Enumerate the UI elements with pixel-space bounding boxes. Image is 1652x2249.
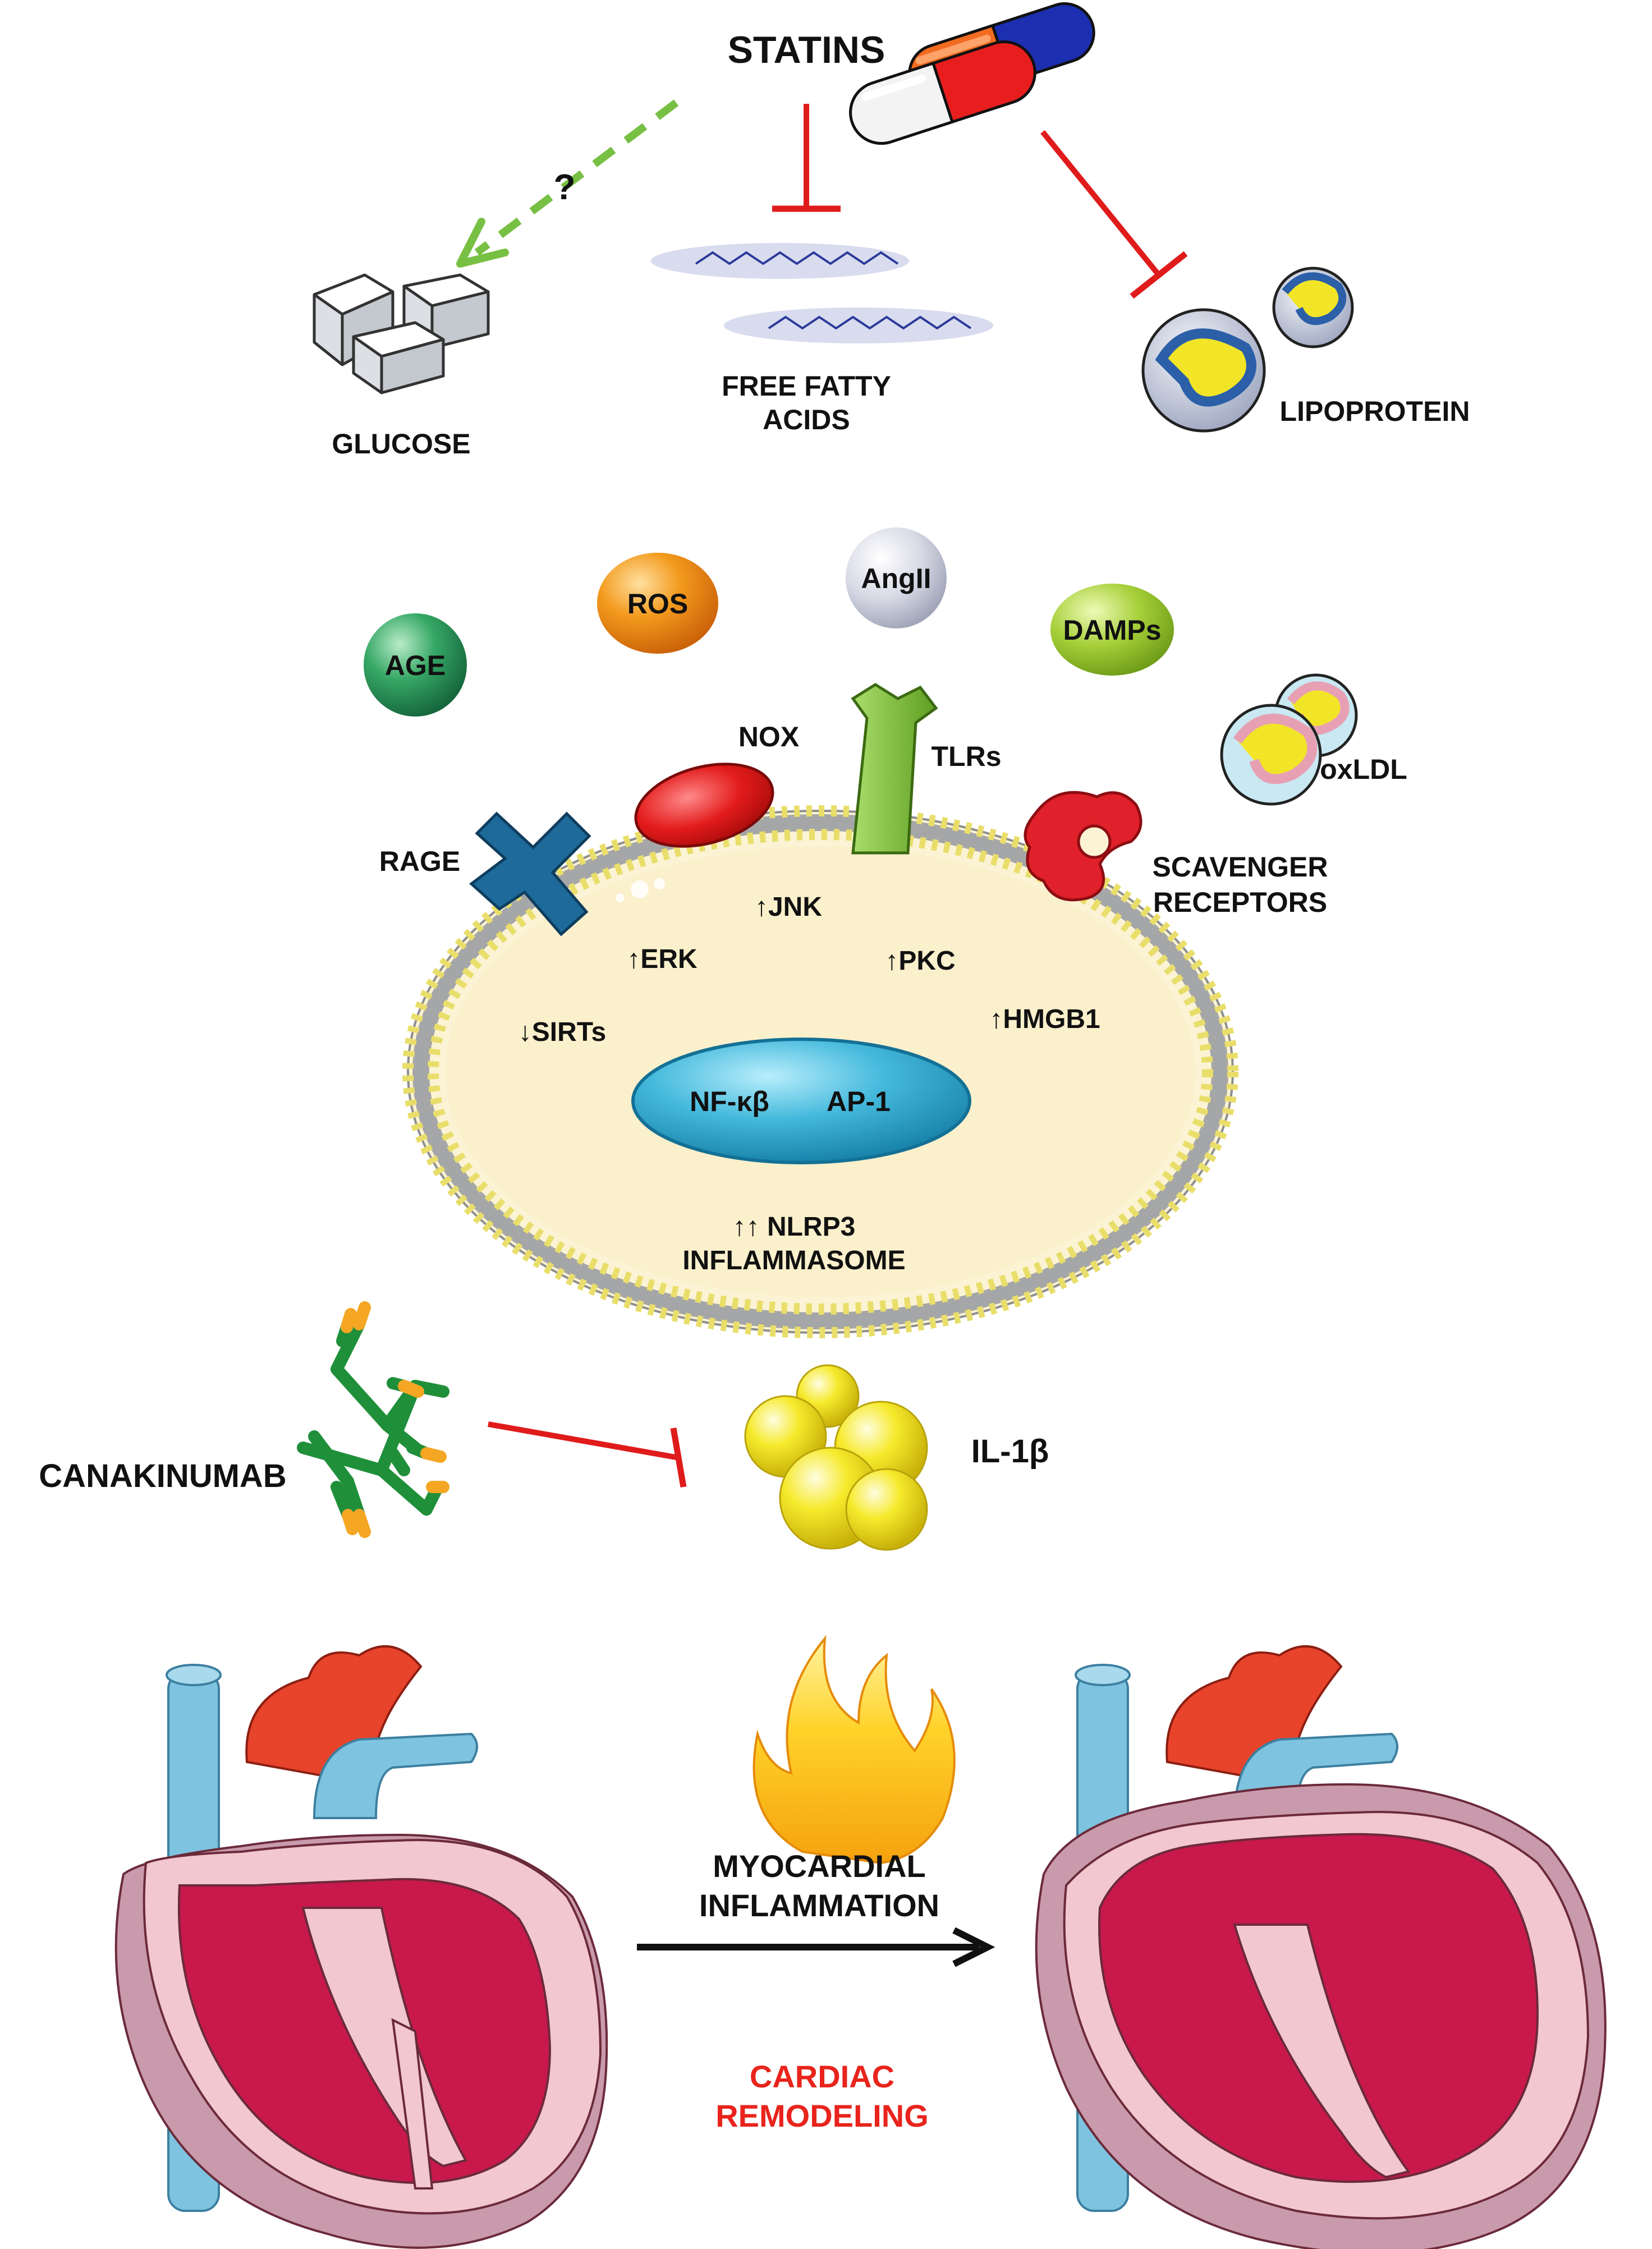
cardiac-remodeling-line1: CARDIAC bbox=[750, 2059, 894, 2094]
myocardial-label-line1: MYOCARDIAL bbox=[713, 1848, 926, 1884]
nucleus: NF-κβ AP-1 bbox=[631, 1038, 971, 1164]
rage-receptor bbox=[469, 811, 591, 937]
pkc-label: ↑PKC bbox=[885, 946, 955, 976]
ffa-label-line1: FREE FATTY bbox=[722, 370, 891, 402]
ros-label: ROS bbox=[627, 588, 688, 619]
damps-ligand: DAMPs bbox=[1050, 584, 1174, 676]
ap1-label: AP-1 bbox=[827, 1086, 891, 1117]
rage-label: RAGE bbox=[379, 846, 460, 877]
tlrs-label: TLRs bbox=[931, 741, 1002, 772]
ros-ligand: ROS bbox=[597, 553, 718, 654]
ffa-label-line2: ACIDS bbox=[763, 404, 850, 435]
scavenger-receptor bbox=[1024, 791, 1142, 902]
fatty-acid-molecules-icon bbox=[651, 243, 993, 343]
nlrp3-label-line1: ↑↑ NLRP3 bbox=[733, 1212, 856, 1242]
glucose-cubes-icon bbox=[313, 273, 490, 394]
statin-capsules-icon bbox=[849, 2, 1095, 145]
jnk-label: ↑JNK bbox=[755, 892, 822, 922]
tlr-receptor bbox=[851, 683, 938, 855]
question-mark: ? bbox=[553, 167, 575, 207]
scavenger-label-line2: RECEPTORS bbox=[1153, 887, 1327, 918]
nlrp3-label-line2: INFLAMMASOME bbox=[682, 1246, 905, 1275]
cardiac-remodeling-line2: REMODELING bbox=[715, 2098, 929, 2133]
hmgb1-label: ↑HMGB1 bbox=[989, 1004, 1100, 1034]
glucose-label: GLUCOSE bbox=[332, 428, 470, 460]
lipoprotein-icon bbox=[1141, 267, 1354, 433]
cell-membrane bbox=[412, 814, 1228, 1329]
lipoprotein-label: LIPOPROTEIN bbox=[1280, 396, 1470, 427]
flame-icon bbox=[752, 1635, 956, 1865]
oxldl-particle-icon bbox=[1220, 673, 1358, 806]
statin-inhibits-lipoprotein bbox=[1040, 130, 1188, 299]
il1b-cluster-icon bbox=[744, 1364, 928, 1551]
scavenger-label-line1: SCAVENGER bbox=[1152, 851, 1328, 883]
progression-arrow bbox=[637, 1927, 995, 1967]
canakinumab-inhibits-il1b bbox=[488, 1421, 687, 1488]
remodeled-heart-icon bbox=[1035, 1645, 1607, 2249]
il1b-label: IL-1β bbox=[971, 1433, 1049, 1470]
normal-heart-icon bbox=[114, 1645, 608, 2249]
erk-label: ↑ERK bbox=[627, 944, 697, 974]
antibody-icon bbox=[297, 1301, 449, 1538]
age-ligand: AGE bbox=[364, 613, 467, 717]
sirts-label: ↓SIRTs bbox=[518, 1017, 606, 1047]
damps-label: DAMPs bbox=[1063, 614, 1161, 646]
statins-label: STATINS bbox=[728, 29, 885, 71]
age-label: AGE bbox=[385, 650, 446, 681]
oxldl-label: oxLDL bbox=[1320, 754, 1407, 785]
canakinumab-label: CANAKINUMAB bbox=[39, 1458, 286, 1494]
uncertain-effect-arrow bbox=[456, 99, 679, 268]
myocardial-label-line2: INFLAMMATION bbox=[699, 1888, 939, 1923]
statin-inhibits-ffa bbox=[772, 104, 841, 212]
angii-label: AngII bbox=[861, 563, 931, 594]
nox-receptor bbox=[634, 763, 774, 848]
nfkb-label: NF-κβ bbox=[690, 1086, 769, 1117]
nox-label: NOX bbox=[738, 721, 799, 752]
angii-ligand: AngII bbox=[846, 527, 947, 628]
